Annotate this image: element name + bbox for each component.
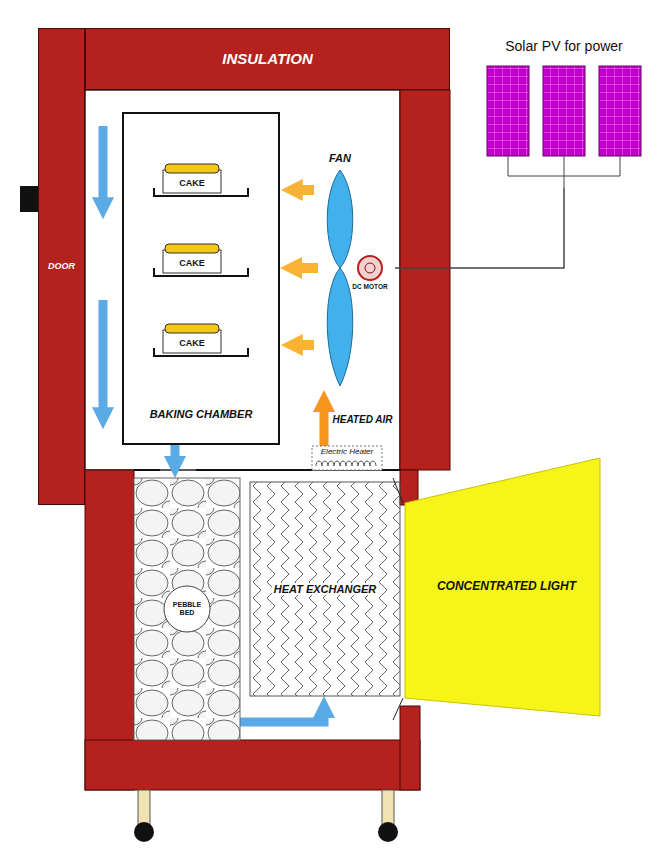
fan-blade <box>327 170 353 268</box>
electric-heater: Electric Heater <box>312 446 382 470</box>
connector <box>171 445 180 465</box>
insulation-band: INSULATION <box>85 28 450 90</box>
cake-top <box>165 164 219 173</box>
panel-wire <box>508 156 509 176</box>
heat-exchanger-fins <box>250 482 400 696</box>
solar-pv-array: Solar PV for power <box>478 36 650 188</box>
heat-exchanger: HEAT EXCHANGER <box>250 482 400 696</box>
cake-top <box>165 324 219 333</box>
lower-right-wall <box>400 470 418 505</box>
bus-wire <box>564 176 565 188</box>
wheel <box>134 822 154 842</box>
airflow-arrow <box>99 126 108 416</box>
node-label: CONCENTRATED LIGHT <box>437 580 576 594</box>
interior-outline <box>85 90 400 470</box>
node-label: CAKE <box>179 258 205 268</box>
node-label: HEAT EXCHANGER <box>272 583 378 596</box>
node-label: DC MOTOR <box>350 283 389 290</box>
light-ray <box>393 478 403 720</box>
fan: FAN <box>318 150 362 390</box>
node-label: DOOR <box>48 261 75 271</box>
cake: CAKE <box>162 324 222 354</box>
cake: CAKE <box>162 244 222 274</box>
solar-panel <box>543 66 585 156</box>
panel-wire <box>620 156 621 176</box>
solar-panel <box>599 66 641 156</box>
cake: CAKE <box>162 164 222 194</box>
lower-right-wall <box>400 706 420 790</box>
heater-frame <box>312 446 382 470</box>
node-label: BAKING CHAMBER <box>150 408 253 421</box>
bottom-wall <box>85 740 420 790</box>
node-label: FAN <box>329 152 351 165</box>
door-panel: DOOR <box>38 28 85 505</box>
node-label: INSULATION <box>222 50 313 67</box>
dc-motor: DC MOTOR <box>345 254 395 296</box>
panel-wire <box>564 156 565 176</box>
connector <box>320 403 329 446</box>
connector <box>395 188 564 268</box>
solar-panel <box>487 66 529 156</box>
pebble-bed: PEBBLE BED <box>134 478 240 740</box>
baking-chamber: BAKING CHAMBER CAKE CAKE CAKE <box>122 112 280 445</box>
concentrated-light: CONCENTRATED LIGHT <box>405 458 600 716</box>
edge-label-box: HEATED AIR <box>333 409 393 427</box>
solar-pv-array-shape <box>478 36 650 188</box>
flow-label: HEATED AIR <box>333 414 393 426</box>
heater-coil <box>316 461 376 466</box>
fan-shape <box>318 150 362 390</box>
node-label: Electric Heater <box>319 447 375 456</box>
node-label: CAKE <box>179 338 205 348</box>
node-label: CAKE <box>179 178 205 188</box>
connector <box>240 709 324 722</box>
motor-hub <box>365 263 375 273</box>
node-label: PEBBLE BED <box>169 601 205 617</box>
node-label: Solar PV for power <box>505 38 623 54</box>
fan-blade <box>327 268 353 386</box>
door-handle <box>20 186 38 212</box>
connector <box>293 263 318 273</box>
right-wall <box>400 90 450 470</box>
motor-body <box>358 256 382 280</box>
light-beam <box>405 458 600 716</box>
cake-top <box>165 244 219 253</box>
pebbles <box>134 478 240 740</box>
wheel <box>378 822 398 842</box>
pebble <box>164 586 210 632</box>
